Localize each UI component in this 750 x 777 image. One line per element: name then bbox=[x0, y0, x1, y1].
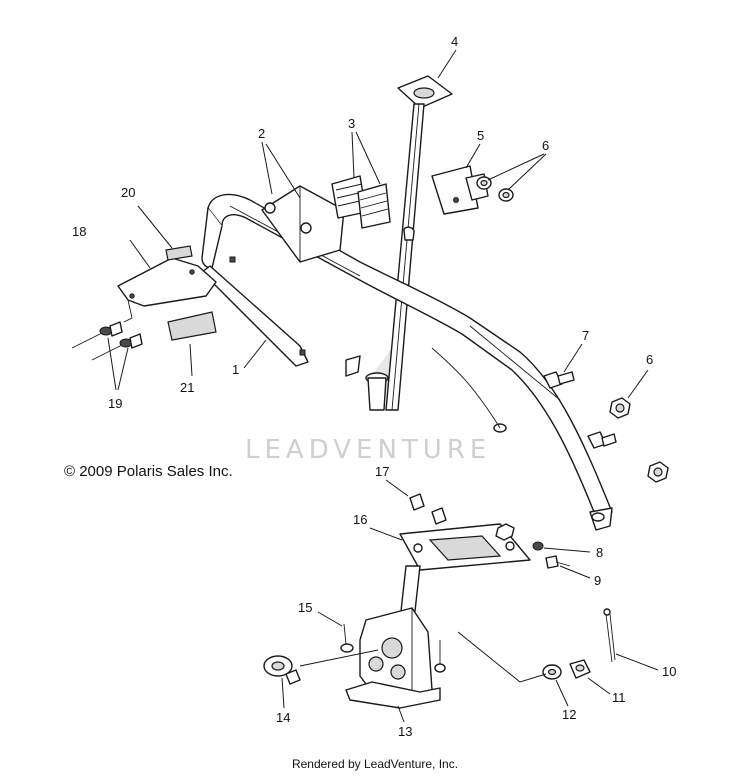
part-9-screw bbox=[545, 555, 571, 569]
part-20-label bbox=[165, 245, 193, 261]
part-8-nut bbox=[495, 523, 544, 551]
part-14-eye-bolt bbox=[263, 649, 379, 685]
part-15-screw bbox=[340, 623, 354, 653]
part-21-pad bbox=[167, 311, 217, 341]
part-10-cotter-pin bbox=[603, 608, 616, 663]
part-19-rivet bbox=[71, 321, 143, 361]
part-6-nut-upper bbox=[476, 176, 514, 202]
part-17-bolt bbox=[409, 493, 447, 525]
callout-19: 19 bbox=[108, 396, 122, 411]
callout-14: 14 bbox=[276, 710, 290, 725]
callout-9: 9 bbox=[594, 573, 601, 588]
side-bolt bbox=[434, 640, 446, 673]
callout-1: 1 bbox=[232, 362, 239, 377]
callout-16: 16 bbox=[353, 512, 367, 527]
callout-15: 15 bbox=[298, 600, 312, 615]
callout-21: 21 bbox=[180, 380, 194, 395]
part-13-column-base bbox=[345, 607, 441, 709]
callout-7: 7 bbox=[582, 328, 589, 343]
part-7-bolt bbox=[543, 371, 617, 449]
part-18-cover-plate bbox=[117, 257, 217, 323]
callout-12: 12 bbox=[562, 707, 576, 722]
watermark-text: LEADVENTURE bbox=[245, 435, 491, 465]
callout-6-upper: 6 bbox=[542, 138, 549, 153]
callout-13: 13 bbox=[398, 724, 412, 739]
leader-lines bbox=[107, 49, 659, 723]
part-4-steering-shaft bbox=[345, 75, 453, 411]
callout-10: 10 bbox=[662, 664, 676, 679]
callout-5: 5 bbox=[477, 128, 484, 143]
callout-17: 17 bbox=[375, 464, 389, 479]
part-12-washer bbox=[542, 664, 562, 680]
callout-20: 20 bbox=[121, 185, 135, 200]
callout-18: 18 bbox=[72, 224, 86, 239]
callout-8: 8 bbox=[596, 545, 603, 560]
callout-6-lower: 6 bbox=[646, 352, 653, 367]
callout-11: 11 bbox=[612, 690, 626, 705]
copyright-notice: © 2009 Polaris Sales Inc. bbox=[64, 463, 233, 480]
callout-2: 2 bbox=[258, 126, 265, 141]
part-6-nut-lower bbox=[609, 397, 669, 483]
callout-4: 4 bbox=[451, 34, 458, 49]
part-2-mount-bracket bbox=[261, 185, 345, 263]
callout-3: 3 bbox=[348, 116, 355, 131]
rendered-by-footer: Rendered by LeadVenture, Inc. bbox=[291, 757, 459, 771]
part-11-nut bbox=[569, 659, 591, 679]
part-5-bracket bbox=[431, 165, 489, 215]
part-3-clamp-set bbox=[331, 175, 391, 229]
